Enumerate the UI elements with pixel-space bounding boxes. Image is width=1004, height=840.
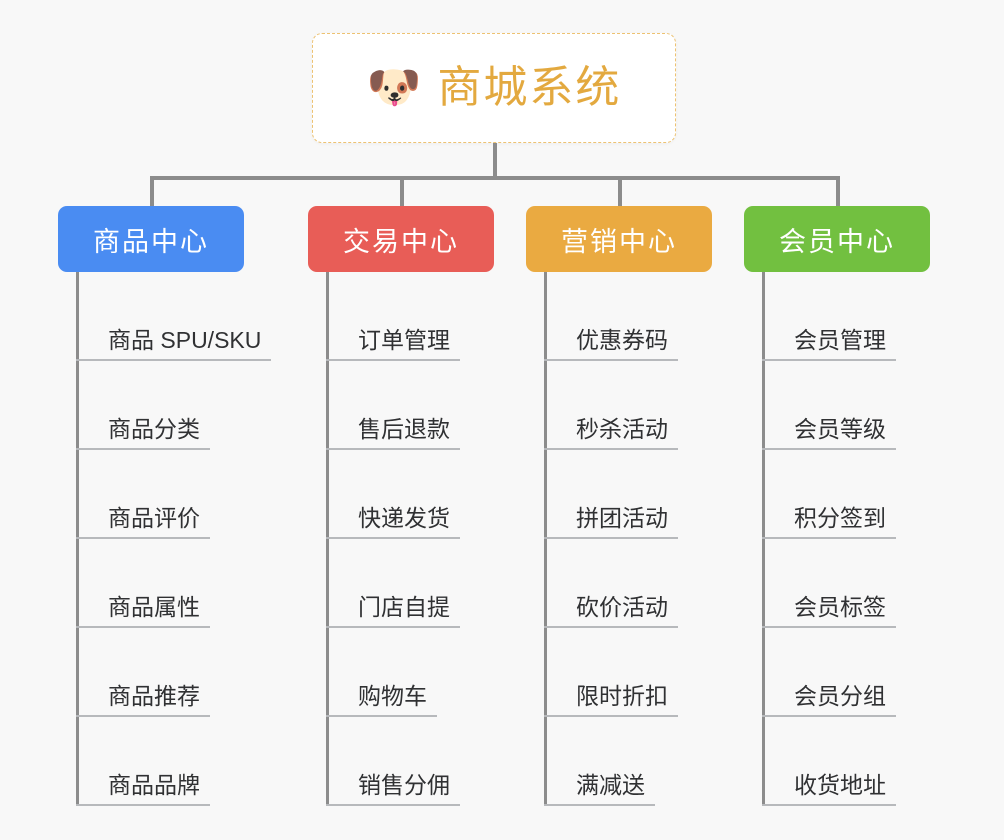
leaf-label: 购物车 — [326, 682, 437, 717]
leaf-list-product-center: 商品 SPU/SKU 商品分类 商品评价 商品属性 商品推荐 商品品牌 — [76, 272, 272, 806]
leaf-list-member-center: 会员管理 会员等级 积分签到 会员标签 会员分组 收货地址 — [762, 272, 930, 806]
list-item[interactable]: 优惠券码 — [544, 272, 712, 361]
root-node-title: 商城系统 — [437, 63, 622, 112]
list-item[interactable]: 订单管理 — [326, 272, 494, 361]
leaf-label: 商品 SPU/SKU — [76, 326, 272, 361]
connector-drop-marketing-center — [618, 176, 622, 208]
leaf-label: 商品评价 — [76, 504, 210, 539]
connector-horizontal-bus — [150, 176, 840, 180]
leaf-label: 订单管理 — [326, 326, 460, 361]
leaf-label: 会员等级 — [762, 415, 896, 450]
list-item[interactable]: 收货地址 — [762, 717, 930, 806]
list-item[interactable]: 商品 SPU/SKU — [76, 272, 272, 361]
leaf-label: 收货地址 — [762, 771, 896, 806]
leaf-label: 限时折扣 — [544, 682, 678, 717]
category-header-trade-center[interactable]: 交易中心 — [308, 206, 494, 272]
leaf-label: 会员管理 — [762, 326, 896, 361]
list-item[interactable]: 销售分佣 — [326, 717, 494, 806]
leaf-list-trade-center: 订单管理 售后退款 快递发货 门店自提 购物车 销售分佣 — [326, 272, 494, 806]
list-item[interactable]: 拼团活动 — [544, 450, 712, 539]
branch-marketing-center: 营销中心 优惠券码 秒杀活动 拼团活动 砍价活动 限时折扣 满减送 — [526, 206, 712, 806]
branch-member-center: 会员中心 会员管理 会员等级 积分签到 会员标签 会员分组 收货地址 — [744, 206, 930, 806]
list-item[interactable]: 商品属性 — [76, 539, 244, 628]
leaf-label: 满减送 — [544, 771, 655, 806]
list-item[interactable]: 购物车 — [326, 628, 494, 717]
list-item[interactable]: 商品分类 — [76, 361, 244, 450]
branch-trade-center: 交易中心 订单管理 售后退款 快递发货 门店自提 购物车 销售分佣 — [308, 206, 494, 806]
list-item[interactable]: 会员管理 — [762, 272, 930, 361]
leaf-label: 商品推荐 — [76, 682, 210, 717]
connector-root-stem — [493, 143, 497, 179]
connector-drop-trade-center — [400, 176, 404, 208]
leaf-label: 会员分组 — [762, 682, 896, 717]
root-node[interactable]: 🐶 商城系统 — [312, 33, 676, 143]
leaf-label: 商品品牌 — [76, 771, 210, 806]
list-item[interactable]: 门店自提 — [326, 539, 494, 628]
leaf-list-marketing-center: 优惠券码 秒杀活动 拼团活动 砍价活动 限时折扣 满减送 — [544, 272, 712, 806]
list-item[interactable]: 商品推荐 — [76, 628, 244, 717]
leaf-label: 商品属性 — [76, 593, 210, 628]
branch-product-center: 商品中心 商品 SPU/SKU 商品分类 商品评价 商品属性 商品推荐 商品品牌 — [58, 206, 272, 806]
category-header-product-center[interactable]: 商品中心 — [58, 206, 244, 272]
leaf-label: 积分签到 — [762, 504, 896, 539]
connector-drop-member-center — [836, 176, 840, 208]
list-item[interactable]: 满减送 — [544, 717, 712, 806]
list-item[interactable]: 商品评价 — [76, 450, 244, 539]
shiba-dog-face-icon: 🐶 — [366, 63, 422, 112]
list-item[interactable]: 积分签到 — [762, 450, 930, 539]
leaf-label: 商品分类 — [76, 415, 210, 450]
category-header-member-center[interactable]: 会员中心 — [744, 206, 930, 272]
list-item[interactable]: 售后退款 — [326, 361, 494, 450]
leaf-label: 销售分佣 — [326, 771, 460, 806]
list-item[interactable]: 快递发货 — [326, 450, 494, 539]
list-item[interactable]: 会员等级 — [762, 361, 930, 450]
leaf-label: 售后退款 — [326, 415, 460, 450]
leaf-label: 拼团活动 — [544, 504, 678, 539]
list-item[interactable]: 砍价活动 — [544, 539, 712, 628]
leaf-label: 砍价活动 — [544, 593, 678, 628]
leaf-label: 秒杀活动 — [544, 415, 678, 450]
connector-drop-product-center — [150, 176, 154, 208]
leaf-label: 会员标签 — [762, 593, 896, 628]
list-item[interactable]: 限时折扣 — [544, 628, 712, 717]
leaf-label: 门店自提 — [326, 593, 460, 628]
category-header-marketing-center[interactable]: 营销中心 — [526, 206, 712, 272]
list-item[interactable]: 商品品牌 — [76, 717, 244, 806]
list-item[interactable]: 会员标签 — [762, 539, 930, 628]
leaf-label: 快递发货 — [326, 504, 460, 539]
leaf-label: 优惠券码 — [544, 326, 678, 361]
list-item[interactable]: 会员分组 — [762, 628, 930, 717]
list-item[interactable]: 秒杀活动 — [544, 361, 712, 450]
